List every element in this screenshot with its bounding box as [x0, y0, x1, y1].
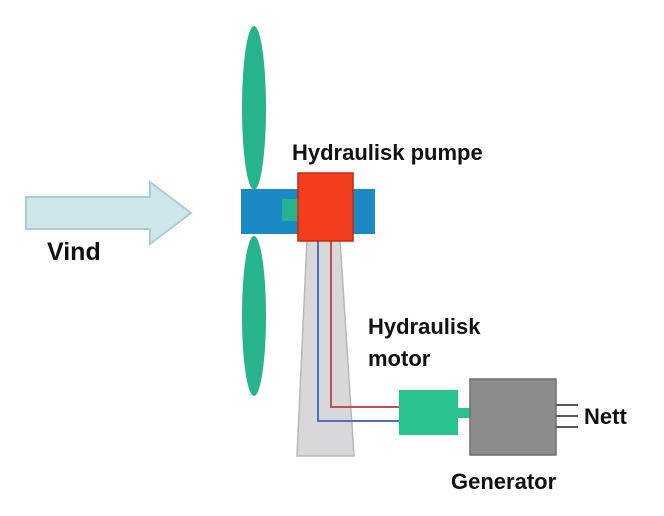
motor-label-line2: motor — [368, 346, 431, 371]
pump-label: Hydraulisk pumpe — [292, 140, 483, 165]
hydraulic-motor — [399, 390, 458, 435]
wind-arrow-icon — [25, 179, 193, 247]
wind-label: Vind — [47, 238, 101, 266]
hub-shaft — [282, 199, 302, 221]
rotor-blade-top — [242, 26, 266, 190]
grid-label: Nett — [584, 404, 627, 429]
hydraulic-line-red — [330, 240, 402, 408]
hydraulic-line-blue — [317, 240, 402, 422]
tower — [296, 239, 355, 457]
motor-label-line1: Hydraulisk — [368, 314, 481, 339]
rotor-blade-bottom — [242, 236, 266, 396]
generator-label: Generator — [451, 469, 557, 494]
motor-shaft — [456, 408, 472, 418]
hydraulic-pump — [297, 172, 354, 242]
generator — [469, 378, 557, 456]
